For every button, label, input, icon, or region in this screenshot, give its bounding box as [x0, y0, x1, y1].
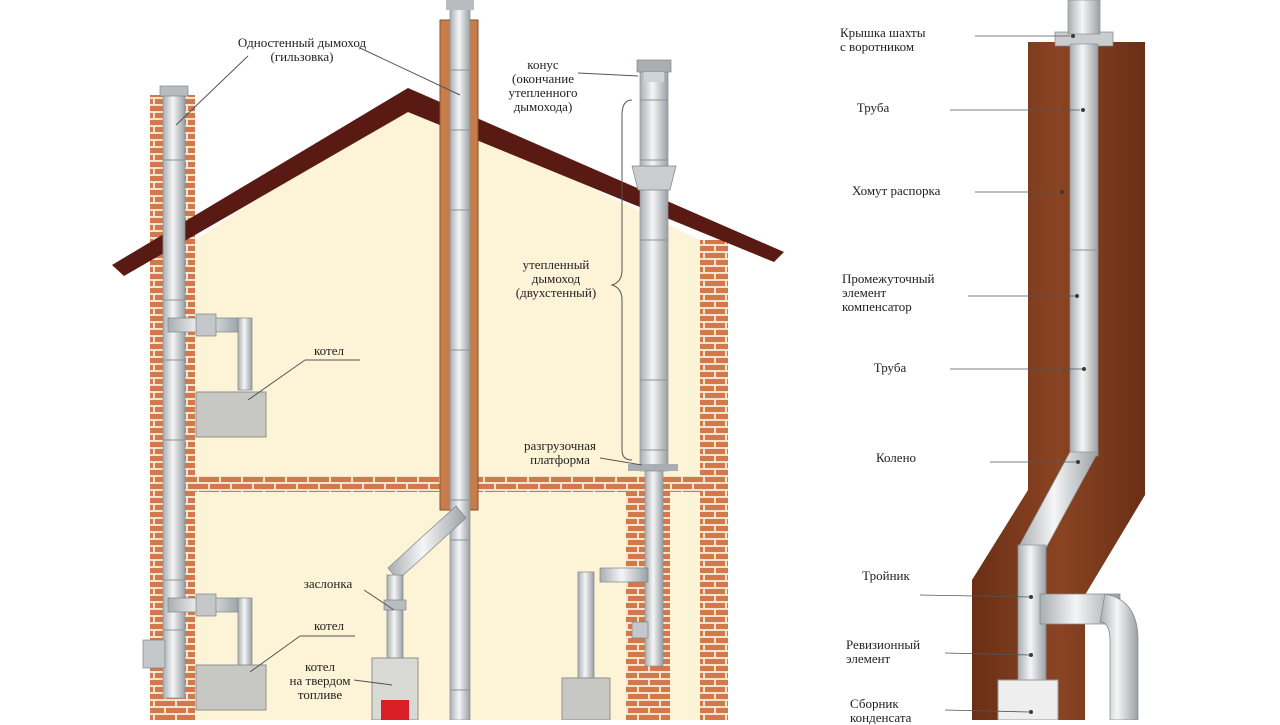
label-line: компенсатор: [842, 299, 912, 314]
label-single-wall-chimney: Одностенный дымоход (гильзовка): [222, 36, 382, 64]
label-line: (гильзовка): [270, 49, 334, 64]
shaft-tee-elbow: [1099, 593, 1139, 720]
label-line: Хомут распорка: [852, 183, 941, 198]
shaft-condensate-box: [997, 679, 1059, 720]
shaft-leaders: [919, 35, 1082, 713]
label-line: (двухстенный): [515, 285, 597, 300]
label-unloading-platform: разгрузочная платформа: [505, 439, 615, 467]
label-boiler-lower: котел: [298, 619, 360, 633]
right-brick-wall: [700, 240, 728, 720]
insulated-bracket: [610, 99, 633, 461]
boiler-right: [561, 677, 611, 720]
label-line: Ревизионный: [846, 637, 921, 652]
label-line: Колено: [875, 450, 917, 465]
label-line: (окончание: [512, 71, 574, 86]
label-line: утепленный: [522, 257, 590, 272]
label-collector: Сборник конденсата: [850, 697, 960, 725]
label-line: элемент: [842, 285, 887, 300]
label-line: Тройник: [862, 568, 910, 583]
label-line: Крышка шахты: [840, 25, 926, 40]
label-line: платформа: [530, 452, 590, 467]
label-line: конус: [527, 57, 559, 72]
boiler-upper: [195, 391, 267, 438]
label-line: Сборник: [850, 696, 899, 711]
label-line: разгрузочная: [523, 438, 597, 453]
label-damper: заслонка: [290, 577, 366, 591]
label-line: котел: [314, 343, 344, 358]
label-line: Одностенный дымоход: [237, 35, 367, 50]
house-leaders: [175, 47, 643, 686]
label-line: котел: [305, 659, 335, 674]
label-boiler-upper: котел: [298, 344, 360, 358]
label-line: на твердом: [289, 673, 351, 688]
label-tee: Тройник: [846, 569, 926, 583]
label-pipe-top: Труба: [835, 101, 911, 115]
label-clamp-spacer: Хомут распорка: [852, 184, 974, 198]
label-elbow: Колено: [856, 451, 936, 465]
shaft-brick: [972, 42, 1145, 720]
label-cone: конус (окончание утепленного дымохода): [488, 58, 598, 114]
label-line: топливе: [297, 687, 343, 702]
label-pipe-middle: Труба: [852, 361, 928, 375]
label-line: утепленного: [508, 85, 578, 100]
chimney-shaft: [972, 0, 1145, 720]
label-line: Промежуточный: [842, 271, 935, 286]
insulated-chimney: [577, 59, 678, 681]
label-compensator: Промежуточный элемент компенсатор: [842, 272, 972, 314]
label-shaft-cap: Крышка шахты с воротником: [840, 26, 970, 54]
label-line: с воротником: [840, 39, 915, 54]
label-insulated-chimney: утепленный дымоход (двухстенный): [498, 258, 614, 300]
central-chimney: [383, 0, 479, 720]
label-line: элемент: [846, 651, 891, 666]
label-line: Труба: [873, 360, 907, 375]
label-inspection: Ревизионный элемент: [846, 638, 956, 666]
label-line: котел: [314, 618, 344, 633]
label-line: дымохода): [513, 99, 573, 114]
label-line: заслонка: [303, 576, 353, 591]
solid-fuel-boiler-door: [381, 700, 409, 720]
shaft-marker-dots: [1029, 34, 1086, 714]
label-line: дымоход: [531, 271, 581, 286]
label-solid-fuel-boiler: котел на твердом топливе: [274, 660, 366, 702]
label-line: конденсата: [850, 710, 912, 725]
boiler-lower: [195, 664, 267, 711]
left-sleeve-chimney: [142, 85, 253, 699]
label-line: Труба: [856, 100, 890, 115]
